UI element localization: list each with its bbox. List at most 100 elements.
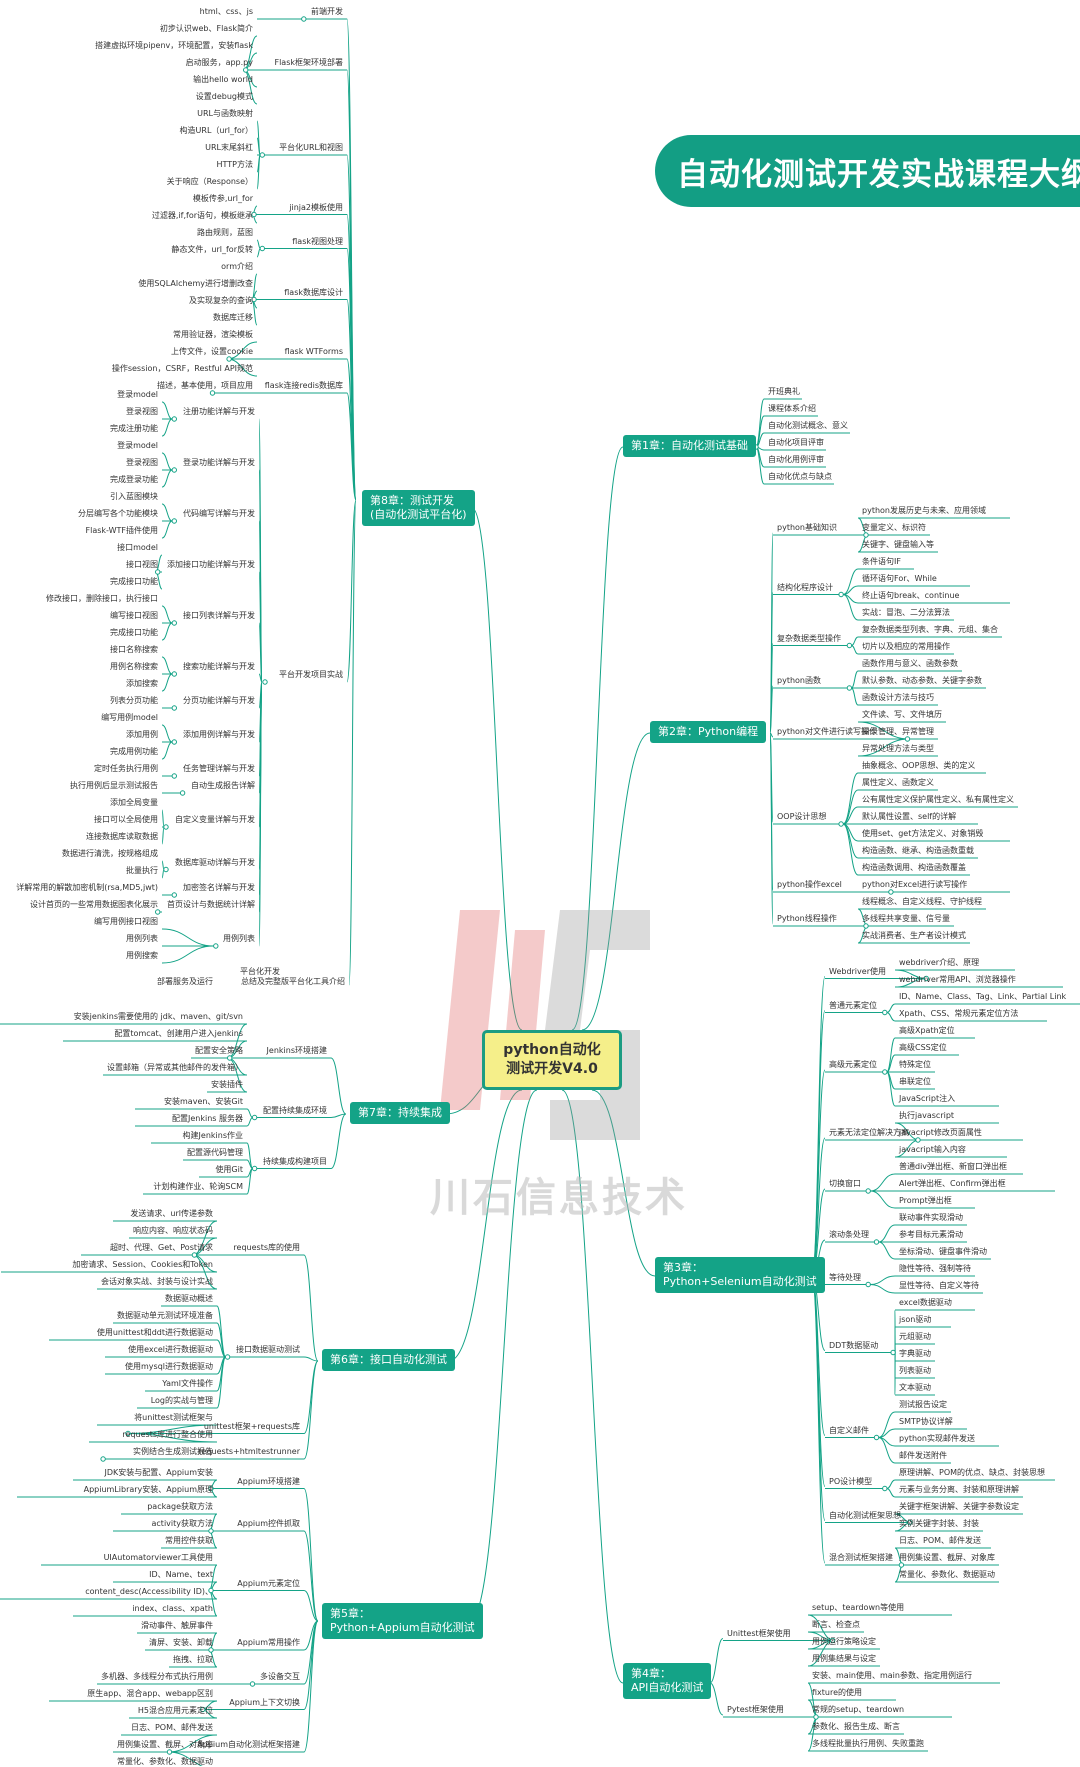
collapse-dot-icon[interactable] <box>156 570 160 574</box>
group-node: Python线程操作 <box>777 914 837 924</box>
collapse-dot-icon[interactable] <box>302 17 306 21</box>
group-node: requests库的使用 <box>233 1243 300 1253</box>
leaf-item: javacript修改页面属性 <box>899 1128 982 1138</box>
collapse-dot-icon[interactable] <box>883 1486 887 1490</box>
collapse-dot-icon[interactable] <box>883 1010 887 1014</box>
chapter-3-node[interactable]: 第3章：Python+Selenium自动化测试 <box>655 1257 825 1293</box>
chapter-label-line: 第4章： <box>631 1667 703 1681</box>
leaf-item: Alert弹出框、Confirm弹出框 <box>899 1179 1006 1189</box>
collapse-dot-icon[interactable] <box>847 686 851 690</box>
group-node: 前端开发 <box>311 7 343 17</box>
collapse-dot-icon[interactable] <box>156 910 160 914</box>
chapter-1-node[interactable]: 第1章：自动化测试基础 <box>623 435 756 457</box>
leaf-item: 接口可以全局使用 <box>94 815 158 825</box>
collapse-dot-icon[interactable] <box>172 519 176 523</box>
leaf-item: 用例运行策略设定 <box>812 1637 876 1647</box>
leaf-item: 执行javascript <box>899 1111 954 1121</box>
collapse-dot-icon[interactable] <box>905 737 909 741</box>
leaf-connector <box>870 1285 895 1294</box>
leaf-item: 登录视图 <box>126 407 158 417</box>
leaf-item: 路由规则，蓝图 <box>197 228 253 238</box>
collapse-dot-icon[interactable] <box>260 153 264 157</box>
leaf-item: 安装插件 <box>211 1080 243 1090</box>
chapter-5-node[interactable]: 第5章：Python+Appium自动化测试 <box>322 1603 483 1639</box>
leaf-item: 联动事件实现滑动 <box>899 1213 963 1223</box>
leaf-item: 设置邮箱（异常或其他邮件的发件箱） <box>107 1063 243 1073</box>
collapse-dot-icon[interactable] <box>172 621 176 625</box>
collapse-dot-icon[interactable] <box>172 774 176 778</box>
chapter-4-node[interactable]: 第4章：API自动化测试 <box>623 1663 711 1699</box>
leaf-item: Yaml文件操作 <box>162 1379 213 1389</box>
collapse-dot-icon[interactable] <box>899 1563 903 1567</box>
chapter-8-node[interactable]: 第8章：测试开发(自动化测试平台化) <box>362 490 475 526</box>
collapse-dot-icon[interactable] <box>891 1350 895 1354</box>
collapse-dot-icon[interactable] <box>180 791 184 795</box>
leaf-item: 构建Jenkins作业 <box>183 1131 243 1141</box>
collapse-dot-icon[interactable] <box>101 1457 105 1461</box>
leaf-item: 批量执行 <box>126 866 158 876</box>
leaf-item: 邮件发送附件 <box>899 1451 947 1461</box>
chapter-7-node[interactable]: 第7章：持续集成 <box>350 1102 450 1124</box>
leaf-item: UIAutomatorviewer工具使用 <box>104 1553 213 1563</box>
watermark-logo-icon <box>430 910 650 1140</box>
leaf-item: 数据进行清洗，按规格组成 <box>62 849 158 859</box>
leaf-item: SMTP协议详解 <box>899 1417 953 1427</box>
collapse-dot-icon[interactable] <box>866 1189 870 1193</box>
collapse-dot-icon[interactable] <box>252 1166 256 1170</box>
collapse-dot-icon[interactable] <box>916 1138 920 1142</box>
leaf-item: 数据驱动概述 <box>165 1294 213 1304</box>
collapse-dot-icon[interactable] <box>864 533 868 537</box>
leaf-item: 总结及完整版平台化工具介绍 <box>241 977 345 987</box>
group-connector <box>331 1114 346 1169</box>
root-line-1: python自动化 <box>503 1041 600 1060</box>
leaf-connector <box>851 637 858 646</box>
collapse-dot-icon[interactable] <box>164 867 168 871</box>
collapse-dot-icon[interactable] <box>172 417 176 421</box>
collapse-dot-icon[interactable] <box>814 1715 818 1719</box>
collapse-dot-icon[interactable] <box>883 1070 887 1074</box>
collapse-dot-icon[interactable] <box>839 822 843 826</box>
leaf-item: 构造函数调用、构造函数覆盖 <box>862 863 966 873</box>
collapse-dot-icon[interactable] <box>172 740 176 744</box>
collapse-dot-icon[interactable] <box>192 1253 196 1257</box>
collapse-dot-icon[interactable] <box>889 890 893 894</box>
leaf-item: 显性等待、自定义等待 <box>899 1281 979 1291</box>
collapse-dot-icon[interactable] <box>225 1355 229 1359</box>
collapse-dot-icon[interactable] <box>209 1529 213 1533</box>
collapse-dot-icon[interactable] <box>172 468 176 472</box>
collapse-dot-icon[interactable] <box>250 1682 254 1686</box>
leaf-item: 过滤器,if,for语句，模板继承 <box>152 211 253 221</box>
collapse-dot-icon[interactable] <box>866 1282 870 1286</box>
collapse-dot-icon[interactable] <box>172 893 176 897</box>
collapse-dot-icon[interactable] <box>874 1240 878 1244</box>
group-node: flask WTForms <box>285 347 343 357</box>
collapse-dot-icon[interactable] <box>209 1648 213 1652</box>
group-connector <box>710 1639 723 1684</box>
collapse-dot-icon[interactable] <box>214 944 218 948</box>
group-connector <box>304 1361 318 1434</box>
leaf-item: 上传文件，设置cookie <box>171 347 253 357</box>
collapse-dot-icon[interactable] <box>864 924 868 928</box>
group-node: 接口数据驱动测试 <box>236 1345 300 1355</box>
collapse-dot-icon[interactable] <box>874 1435 878 1439</box>
chapter-2-node[interactable]: 第2章：Python编程 <box>650 721 766 743</box>
leaf-item: 构造函数、继承、构造函数重载 <box>862 846 974 856</box>
collapse-dot-icon[interactable] <box>244 68 248 72</box>
leaf-item: 清屏、安装、卸载 <box>149 1638 213 1648</box>
collapse-dot-icon[interactable] <box>263 680 267 684</box>
collapse-dot-icon[interactable] <box>252 1115 256 1119</box>
leaf-item: 添加全局变量 <box>110 798 158 808</box>
collapse-dot-icon[interactable] <box>839 592 843 596</box>
collapse-dot-icon[interactable] <box>847 643 851 647</box>
collapse-dot-icon[interactable] <box>172 706 176 710</box>
collapse-dot-icon[interactable] <box>164 825 168 829</box>
collapse-dot-icon[interactable] <box>167 1750 171 1754</box>
collapse-dot-icon[interactable] <box>260 246 264 250</box>
leaf-connector <box>162 521 172 538</box>
collapse-dot-icon[interactable] <box>210 391 214 395</box>
chapter-6-node[interactable]: 第6章：接口自动化测试 <box>322 1349 455 1371</box>
collapse-dot-icon[interactable] <box>227 357 231 361</box>
chapter-label-line: 第2章：Python编程 <box>658 725 758 739</box>
collapse-dot-icon[interactable] <box>172 672 176 676</box>
collapse-dot-icon[interactable] <box>228 1056 232 1060</box>
